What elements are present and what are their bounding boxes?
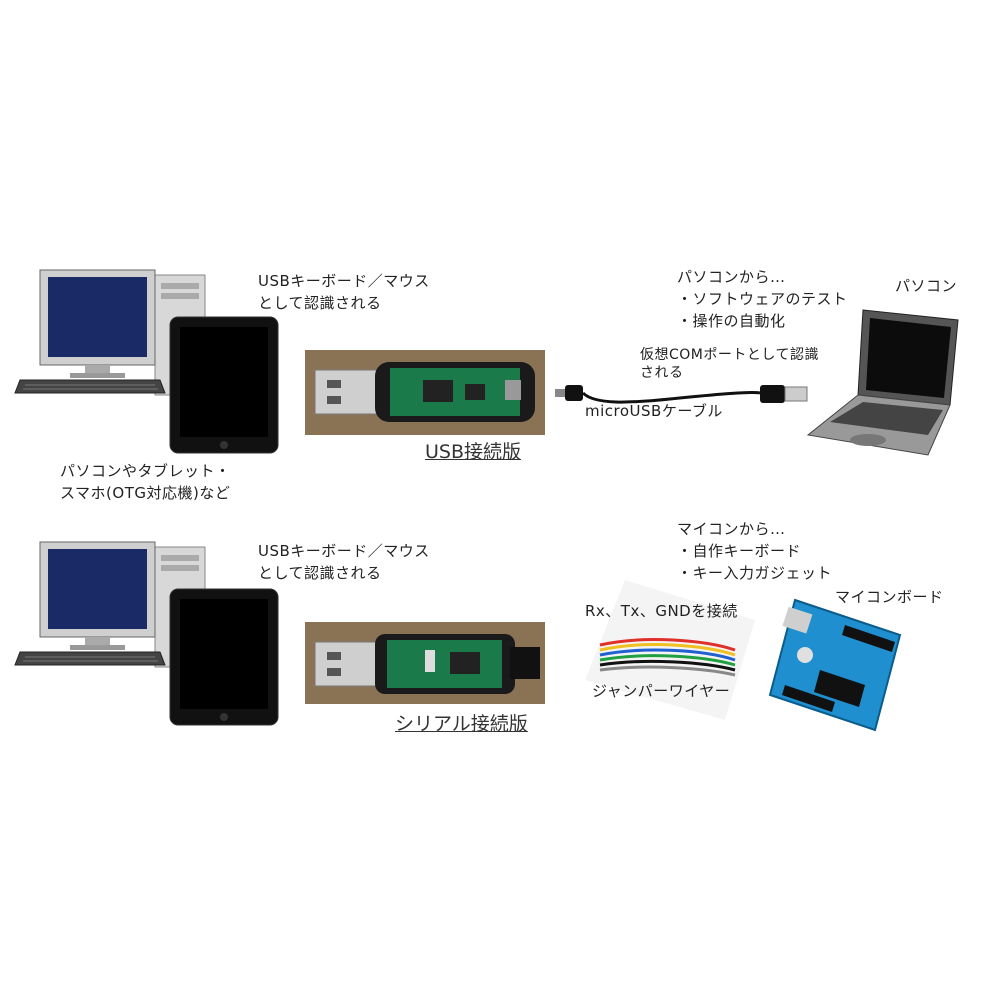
host-caption-line2: として認識される — [258, 292, 382, 314]
microcontroller-board-icon — [770, 600, 900, 730]
laptop-icon — [808, 310, 958, 455]
keyboard-icon — [15, 380, 165, 393]
connect-label: Rx、Tx、GNDを接続 — [585, 600, 738, 622]
serial-device-photo — [305, 622, 545, 704]
mcu-caption-line2: ・自作キーボード — [677, 540, 801, 562]
host-caption-line1-serial: USBキーボード／マウス — [258, 540, 430, 562]
com-caption-line2: される — [640, 362, 684, 384]
tablet-icon — [170, 589, 278, 725]
devices-caption-line1: パソコンやタブレット・ — [60, 460, 231, 482]
usb-device-photo — [305, 350, 545, 435]
devices-caption-line2: スマホ(OTG対応機)など — [60, 482, 230, 504]
usb-version-title: USB接続版 — [425, 440, 521, 464]
desktop-and-tablet-illustration — [15, 265, 280, 455]
microcontroller-board-illustration — [765, 595, 905, 735]
laptop-illustration — [808, 300, 963, 460]
cable-label: microUSBケーブル — [585, 400, 723, 422]
laptop-label: パソコン — [895, 275, 957, 297]
tablet-icon — [170, 317, 278, 453]
pcb-board-icon — [375, 362, 535, 422]
host-caption-line1: USBキーボード／マウス — [258, 270, 430, 292]
monitor-icon — [40, 542, 155, 650]
wire-label: ジャンパーワイヤー — [592, 680, 730, 702]
monitor-icon — [40, 270, 155, 378]
pc-side-caption-line1: パソコンから… — [677, 266, 786, 288]
pc-side-caption-line3: ・操作の自動化 — [677, 310, 786, 332]
keyboard-icon — [15, 652, 165, 665]
serial-version-title: シリアル接続版 — [395, 712, 528, 736]
host-caption-line2-serial: として認識される — [258, 562, 382, 584]
desktop-and-tablet-illustration-serial — [15, 537, 280, 727]
mcu-caption-line1: マイコンから… — [677, 518, 786, 540]
